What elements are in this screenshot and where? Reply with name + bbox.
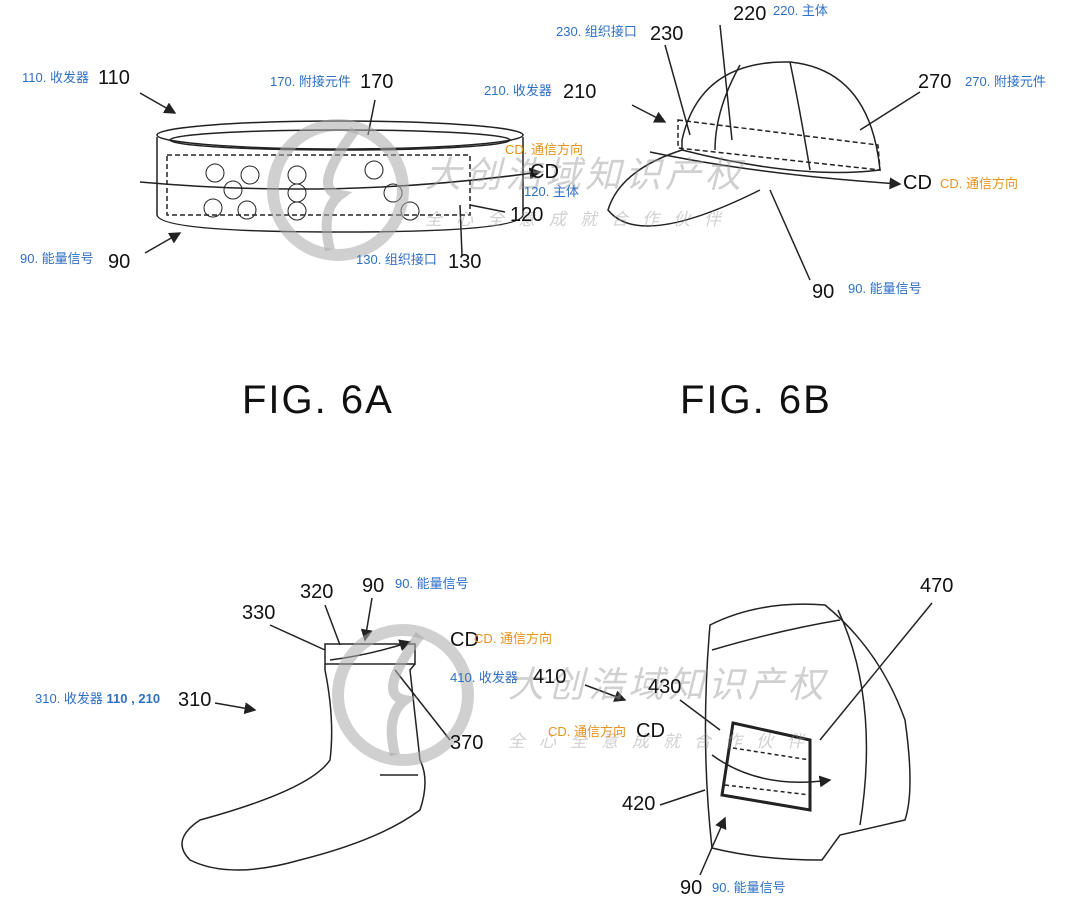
watermark-logo-mark — [321, 127, 360, 252]
watermark-text-2: 大创浩域知识产权 — [508, 665, 829, 706]
label-210: 210 — [563, 81, 597, 103]
label-470: 470 — [920, 575, 954, 597]
label-220-cn: 220. 主体 — [773, 3, 828, 18]
label-430: 430 — [648, 676, 682, 698]
ref-110: 110 — [106, 691, 128, 706]
figure-title-6b: FIG. 6B — [680, 378, 832, 422]
fig6c-sock-drawing — [181, 597, 451, 871]
label-cd-6b-cn: CD. 通信方向 — [940, 176, 1019, 191]
label-90: 90 — [108, 251, 131, 273]
label-110: 110 — [98, 67, 130, 89]
watermark-slogan: 全心全意成就合作伙伴 — [425, 210, 735, 230]
label-cd-cn: CD. 通信方向 — [505, 142, 584, 157]
label-410: 410 — [533, 666, 567, 688]
label-cd-6d-cn: CD. 通信方向 — [548, 724, 627, 739]
label-cd-6c: CD — [450, 629, 479, 651]
label-90-6b: 90 — [812, 281, 835, 303]
label-90-6c: 90 — [362, 575, 385, 597]
figure-title-6a: FIG. 6A — [242, 378, 394, 422]
label-170-cn: 170. 附接元件 — [270, 74, 351, 89]
label-270: 270 — [918, 71, 952, 93]
label-410-cn: 410. 收发器 — [450, 670, 518, 685]
label-90-cn: 90. 能量信号 — [20, 251, 94, 266]
watermark-slogan-2: 全心全意成就合作伙伴 — [508, 732, 818, 752]
label-270-cn: 270. 附接元件 — [965, 74, 1046, 89]
label-cd: CD — [530, 161, 559, 183]
label-cd-6c-cn: CD. 通信方向 — [474, 631, 553, 646]
label-cd-6b: CD — [903, 172, 932, 194]
fig6d-shorts-drawing — [584, 602, 933, 876]
label-90-6b-cn: 90. 能量信号 — [848, 281, 922, 296]
label-310-cn-text: 310. 收发器 — [35, 691, 103, 706]
label-420: 420 — [622, 793, 656, 815]
label-130: 130 — [448, 251, 482, 273]
watermark-logo — [267, 119, 474, 766]
label-310: 310 — [178, 689, 212, 711]
label-130-cn: 130. 组织接口 — [356, 252, 437, 267]
label-230-cn: 230. 组织接口 — [556, 24, 637, 39]
ref-separator: , — [127, 691, 139, 706]
label-cd-6d: CD — [636, 720, 665, 742]
fig6b-cap-drawing — [607, 24, 921, 281]
label-120-cn: 120. 主体 — [524, 184, 579, 199]
label-110-cn: 110. 收发器 — [22, 70, 89, 85]
label-220: 220 — [733, 3, 767, 25]
label-90-6d: 90 — [680, 877, 703, 899]
watermark-logo-mark-2 — [386, 632, 425, 757]
label-230: 230 — [650, 23, 684, 45]
label-310-cn: 310. 收发器 110 , 210 — [35, 692, 160, 705]
watermark-text: 大创浩域知识产权 — [425, 155, 746, 196]
label-330: 330 — [242, 602, 276, 624]
label-170: 170 — [360, 71, 394, 93]
label-90-6d-cn: 90. 能量信号 — [712, 880, 786, 895]
label-90-6c-cn: 90. 能量信号 — [395, 576, 469, 591]
ref-210: 210 — [138, 691, 161, 706]
label-370: 370 — [450, 732, 484, 754]
label-210-cn: 210. 收发器 — [484, 83, 552, 98]
label-320: 320 — [300, 581, 334, 603]
label-120: 120 — [510, 204, 544, 226]
